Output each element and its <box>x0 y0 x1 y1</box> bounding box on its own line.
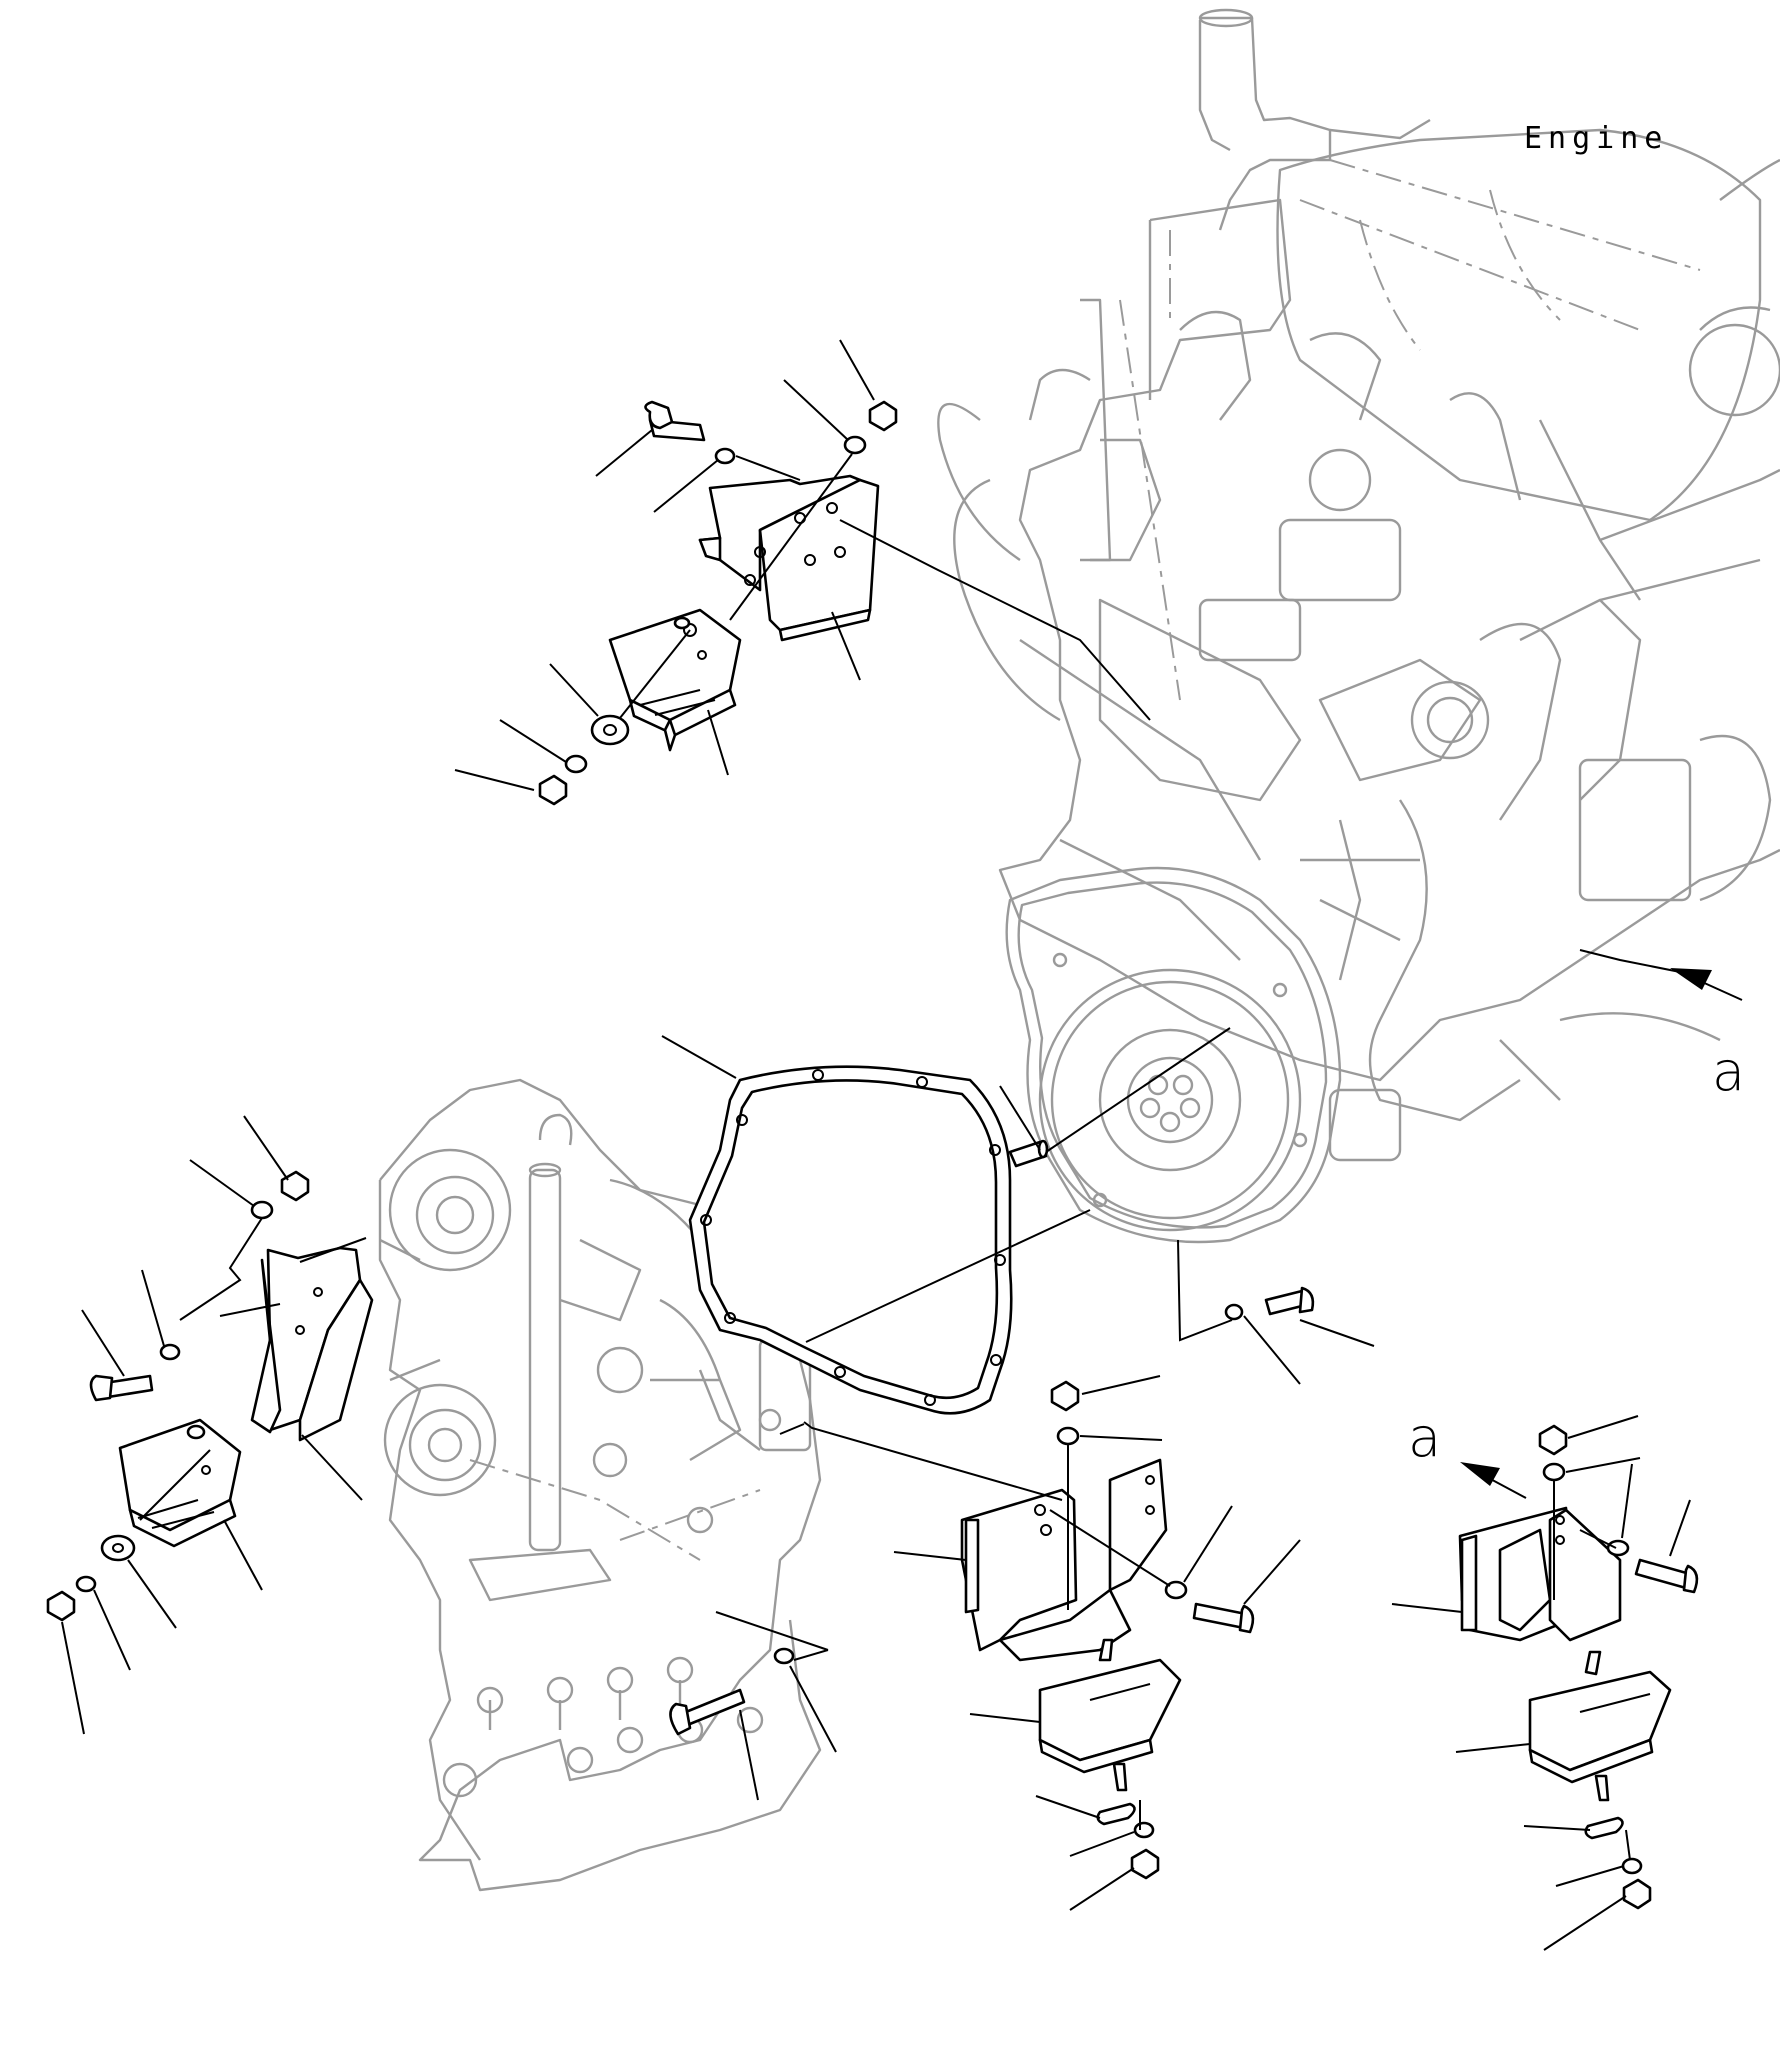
dowel-pin <box>1008 1139 1049 1168</box>
flywheel-housing-gasket <box>688 1065 1013 1415</box>
engine-block <box>937 198 1780 1162</box>
view-a-label-lower: a <box>1408 1406 1441 1469</box>
flywheel-housing <box>1005 866 1342 1244</box>
engine-assembly <box>937 8 1780 1244</box>
upper-mount-assembly <box>454 339 1151 806</box>
transmission-housing <box>378 1078 822 1892</box>
engine-label: Engine <box>1524 121 1668 156</box>
exhaust-pipe <box>1198 8 1431 231</box>
view-a-leader <box>1579 949 1681 973</box>
view-arrow-lower <box>1460 1462 1527 1499</box>
muffler-canister <box>1276 128 1780 522</box>
transmission-bolts <box>661 1027 1375 1801</box>
left-mount-assembly <box>46 1115 374 1735</box>
view-arrow-right <box>1670 968 1743 1001</box>
view-a-label-right: a <box>1712 1040 1745 1103</box>
right-mount-assembly <box>1391 1415 1699 1951</box>
center-mount-assembly <box>893 1375 1301 1911</box>
